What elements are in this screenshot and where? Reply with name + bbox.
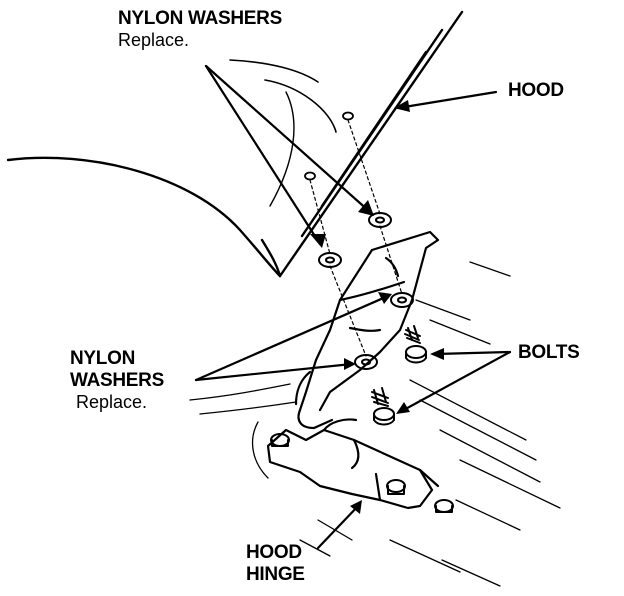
label-nylon-washers-top-title: NYLON WASHERS [118,8,282,29]
hinge-bolt-right [434,499,454,513]
label-hood-hinge-line2: HINGE [246,563,305,585]
body-contour-lines [189,261,561,587]
label-nylon-washers-left-line2: WASHERS [70,369,164,391]
label-nylon-washers-top-note: Replace. [118,29,190,50]
leader-lines [194,64,512,550]
hinge-lower-plate [266,418,440,510]
hinge-bolt-center [386,479,406,495]
label-nylon-washers-left-note: Replace. [76,391,148,412]
hinge-upper-plate [294,230,440,430]
label-nylon-washers-left: NYLON WASHERS Replace. [70,348,164,412]
alignment-lines [309,119,403,357]
label-bolts: BOLTS [518,342,580,363]
bolt-upper [404,325,427,364]
label-hood-hinge: HOOD HINGE [246,542,305,586]
washer-plate-upper [390,292,414,308]
label-nylon-washers-left-line1: NYLON [70,348,136,369]
hood-panel [6,10,464,278]
bolt-lower [371,387,395,426]
washer-plate-lower [354,354,378,370]
hinge-bolt-left [270,433,290,447]
label-nylon-washers-top: NYLON WASHERS Replace. [118,8,282,51]
washer-upper-left [318,252,342,268]
label-hood: HOOD [508,80,564,101]
label-hood-hinge-line1: HOOD [246,542,302,563]
arrowheads [310,100,444,514]
